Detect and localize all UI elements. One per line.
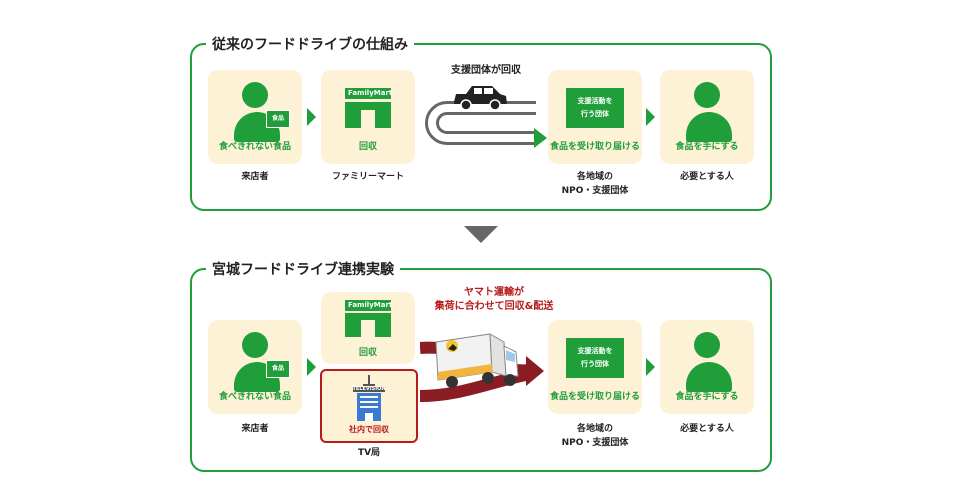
store-icon bbox=[345, 102, 391, 128]
org-sign-line: 支援活動を bbox=[577, 97, 613, 105]
food-tag: 食品 bbox=[266, 360, 290, 378]
support-org-sign: 支援活動を 行う団体 bbox=[566, 88, 624, 128]
org-sign-line: 行う団体 bbox=[581, 360, 609, 368]
org-label-line: 各地域の bbox=[576, 172, 613, 182]
arrow-right-icon bbox=[646, 108, 655, 126]
collection-route bbox=[425, 101, 547, 148]
recipient-card: 食品を手にする bbox=[660, 70, 754, 164]
food-tag: 食品 bbox=[266, 110, 290, 128]
tv-building-icon bbox=[353, 375, 385, 421]
vehicle-label: 支援団体が回収 bbox=[451, 65, 521, 76]
visitor-label: 来店者 bbox=[241, 424, 269, 434]
familymart-card: FamilyMart 回収 bbox=[321, 292, 415, 364]
bottom-panel-title: 宮城フードドライブ連携実験 bbox=[206, 259, 400, 279]
org-sign-line: 行う団体 bbox=[581, 110, 609, 118]
arrow-right-icon bbox=[646, 358, 655, 376]
down-arrow-icon bbox=[464, 226, 498, 243]
familymart-label: ファミリーマート bbox=[331, 172, 404, 182]
org-label-line: NPO・支援団体 bbox=[561, 186, 629, 196]
org-label-line: NPO・支援団体 bbox=[561, 438, 629, 448]
recipient-label: 必要とする人 bbox=[680, 172, 734, 182]
transport-label-line: 集荷に合わせて回収&配送 bbox=[434, 301, 554, 312]
visitor-card-label: 食べきれない食品 bbox=[218, 392, 291, 402]
familymart-logo: FamilyMart bbox=[345, 300, 392, 311]
visitor-label: 来店者 bbox=[241, 172, 269, 182]
visitor-card-label: 食べきれない食品 bbox=[218, 142, 291, 152]
tv-sign: TELEVISION bbox=[352, 386, 386, 392]
delivery-truck-icon bbox=[435, 333, 519, 388]
arrow-right-icon bbox=[307, 108, 316, 126]
transport-label: ヤマト運輸が 集荷に合わせて回収&配送 bbox=[424, 286, 564, 314]
org-card: 支援活動を 行う団体 食品を受け取り届ける bbox=[548, 320, 642, 414]
top-panel-title: 従来のフードドライブの仕組み bbox=[206, 34, 414, 54]
tv-card-label: 社内で回収 bbox=[349, 425, 389, 434]
tv-station-label: TV局 bbox=[357, 448, 381, 458]
recipient-card-label: 食品を手にする bbox=[675, 142, 739, 152]
familymart-logo: FamilyMart bbox=[345, 88, 392, 99]
visitor-card: 食品 食べきれない食品 bbox=[208, 320, 302, 414]
familymart-card-label: 回収 bbox=[358, 348, 377, 358]
tv-station-card: TELEVISION 社内で回収 bbox=[320, 369, 418, 443]
car-icon bbox=[454, 86, 507, 111]
org-card-label: 食品を受け取り届ける bbox=[549, 392, 640, 402]
org-card: 支援活動を 行う団体 食品を受け取り届ける bbox=[548, 70, 642, 164]
org-sign-line: 支援活動を bbox=[577, 347, 613, 355]
recipient-card-label: 食品を手にする bbox=[675, 392, 739, 402]
support-org-sign: 支援活動を 行う団体 bbox=[566, 338, 624, 378]
familymart-card: FamilyMart 回収 bbox=[321, 70, 415, 164]
transport-label-line: ヤマト運輸が bbox=[464, 287, 524, 298]
familymart-card-label: 回収 bbox=[358, 142, 377, 152]
store-icon bbox=[345, 313, 391, 337]
person-icon bbox=[684, 82, 734, 142]
arrow-right-icon bbox=[307, 358, 316, 376]
visitor-card: 食品 食べきれない食品 bbox=[208, 70, 302, 164]
org-card-label: 食品を受け取り届ける bbox=[549, 142, 640, 152]
recipient-label: 必要とする人 bbox=[680, 424, 734, 434]
recipient-card: 食品を手にする bbox=[660, 320, 754, 414]
org-label: 各地域の NPO・支援団体 bbox=[538, 170, 652, 198]
person-icon bbox=[684, 332, 734, 392]
org-label: 各地域の NPO・支援団体 bbox=[538, 422, 652, 450]
org-label-line: 各地域の bbox=[576, 424, 613, 434]
